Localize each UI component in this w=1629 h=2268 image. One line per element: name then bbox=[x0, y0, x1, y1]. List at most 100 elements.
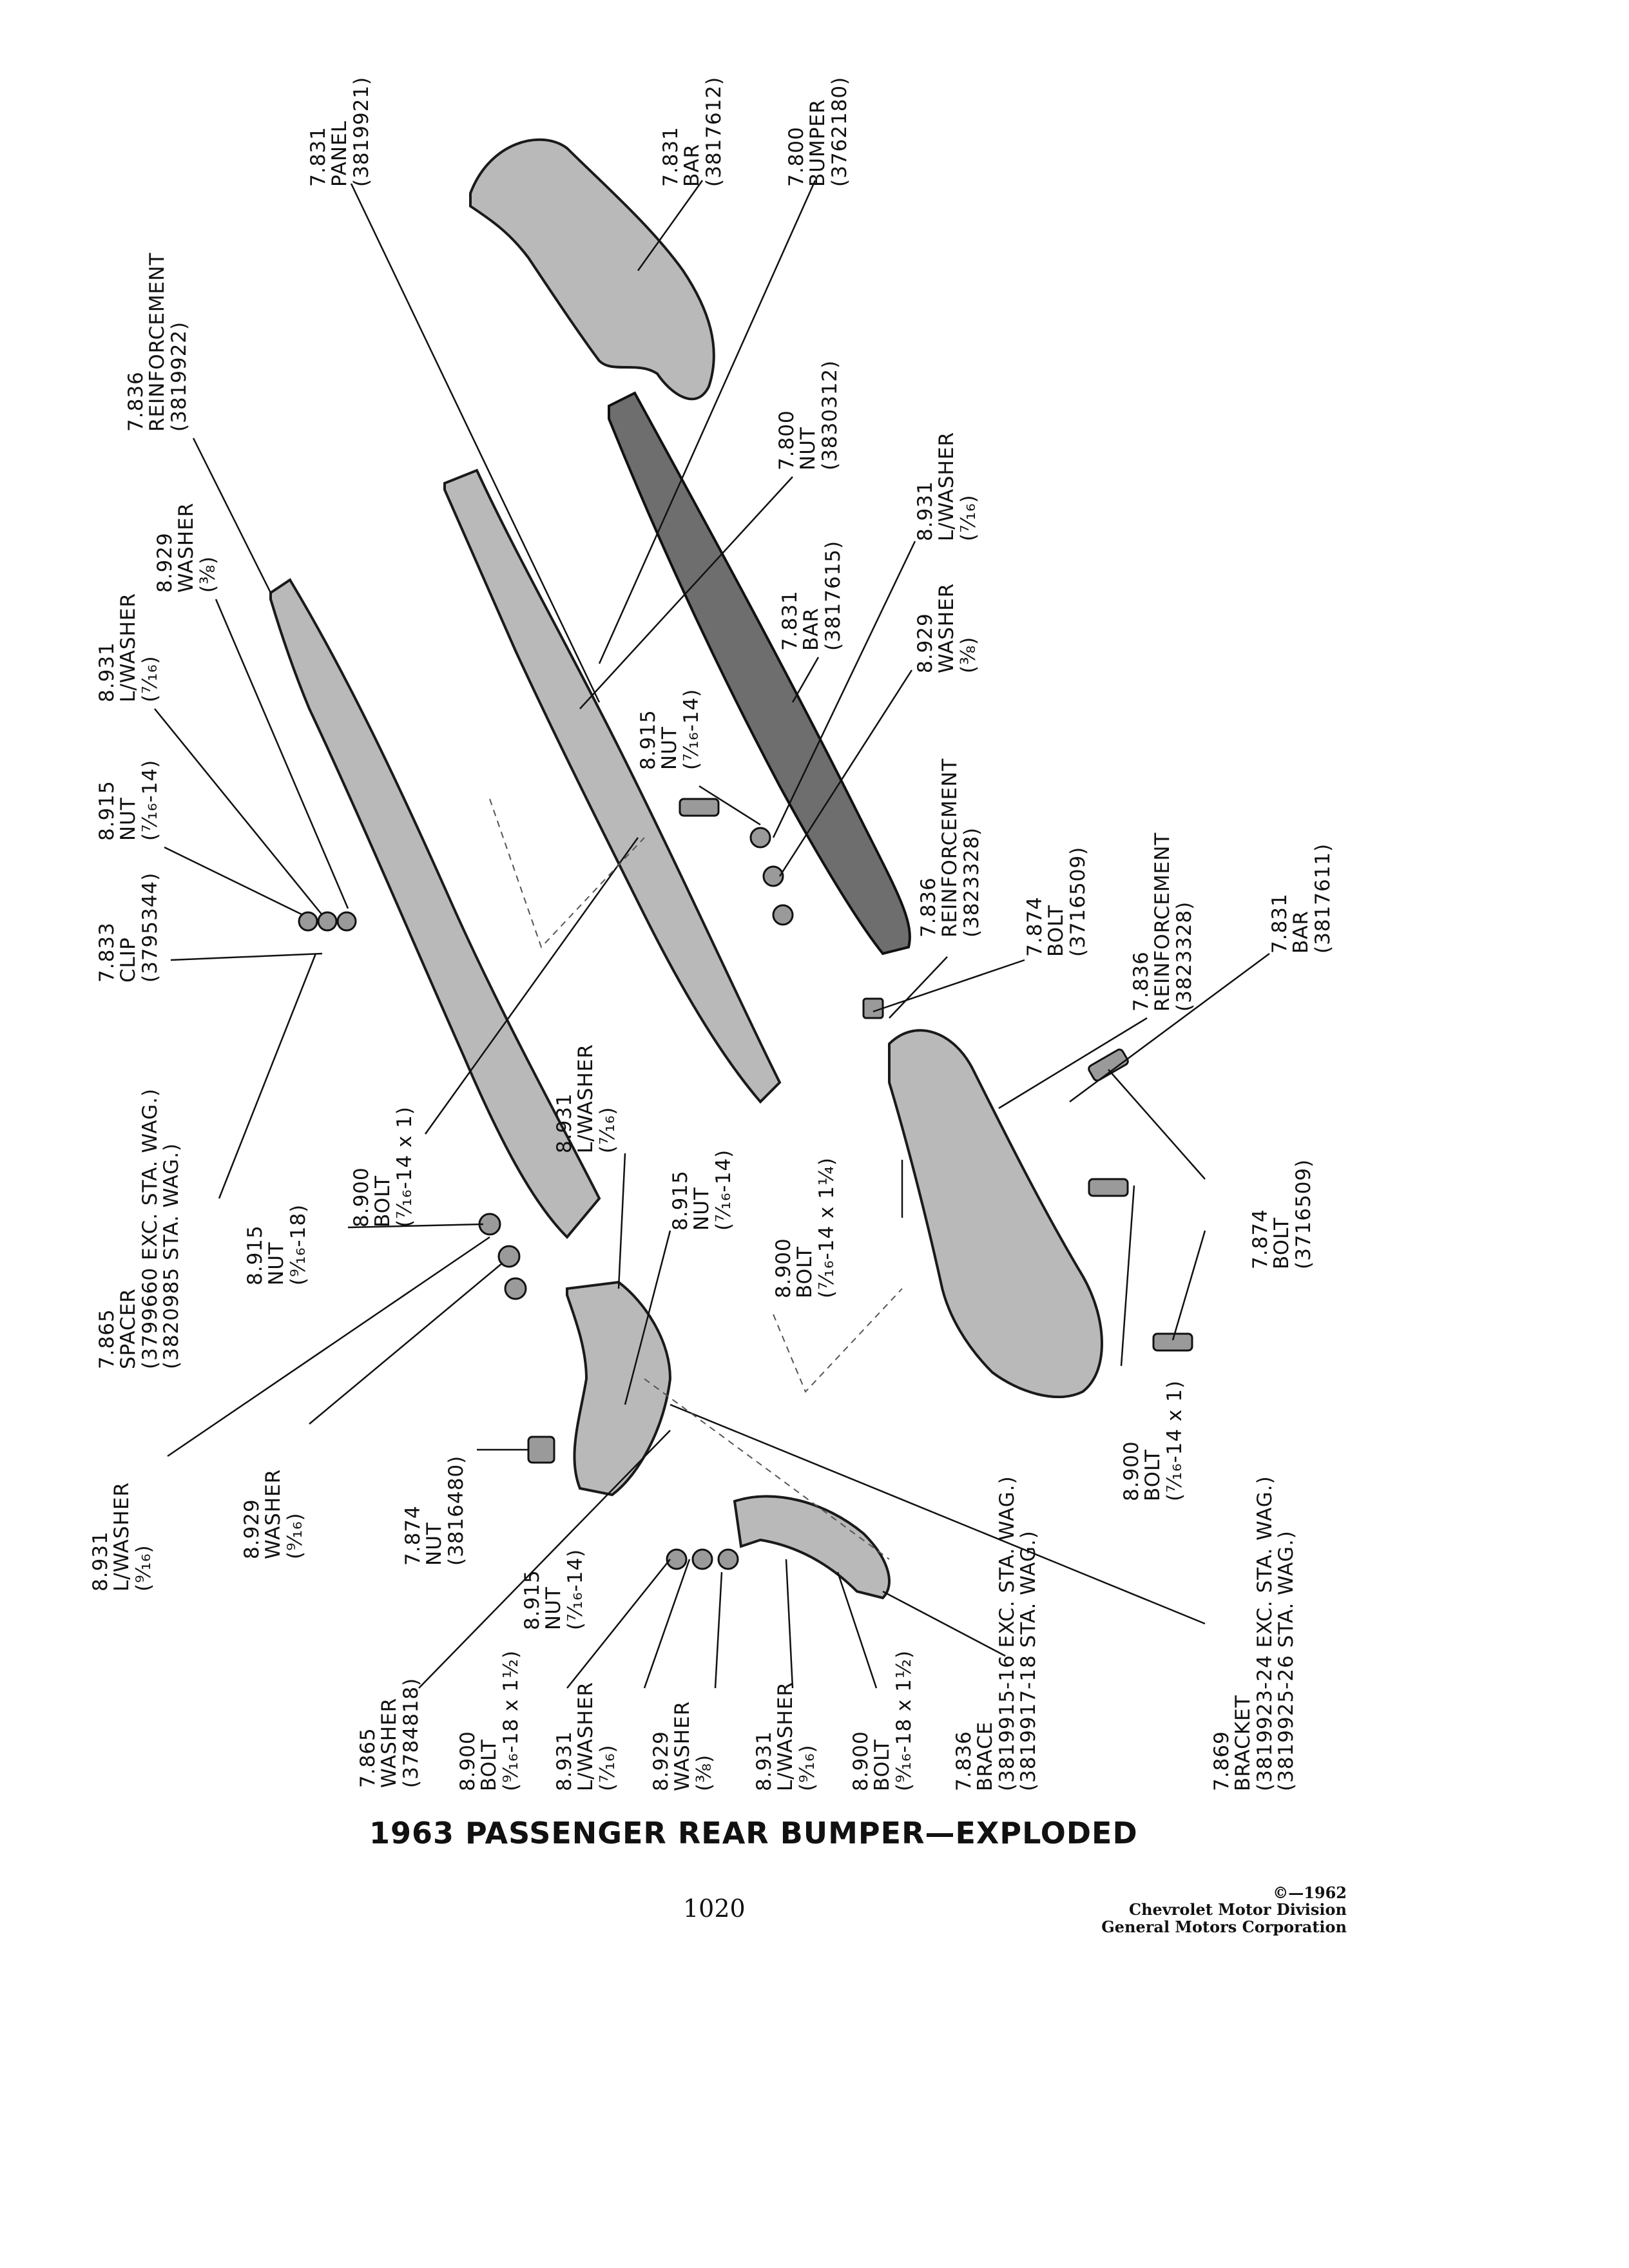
callout-line: 8.915 bbox=[637, 709, 660, 770]
callout-line: 7.831 bbox=[307, 126, 330, 187]
callout-line: BOLT bbox=[871, 1738, 894, 1791]
callout-line: WASHER bbox=[935, 582, 959, 673]
callout-bumper-3762180: 7.800 BUMPER (3762180) bbox=[785, 77, 851, 187]
callout-bolt-7-16-14x1-right: 8.900 BOLT (⁷⁄₁₆-14 x 1) bbox=[1120, 1379, 1186, 1501]
callout-line: 8.931 bbox=[553, 1093, 576, 1153]
callout-nut-7-16-center: 8.915 NUT (⁷⁄₁₆-14) bbox=[637, 688, 703, 770]
callout-bolt-7-16-14x1-1-4: 8.900 BOLT (⁷⁄₁₆-14 x 1¼) bbox=[772, 1157, 838, 1298]
callout-line: (⁷⁄₁₆) bbox=[956, 494, 980, 541]
callout-line: 8.931 bbox=[753, 1731, 776, 1791]
callout-nut-7-16-top: 8.915 NUT (⁷⁄₁₆-14) bbox=[95, 760, 162, 841]
callout-line: (3819925-26 STA. WAG.) bbox=[1275, 1530, 1298, 1791]
callout-washer-3-8-lower: 8.929 WASHER (⅜) bbox=[650, 1701, 716, 1791]
callout-line: REINFORCEMENT bbox=[146, 252, 169, 432]
callout-line: 8.931 bbox=[95, 642, 119, 702]
callout-line: 7.831 bbox=[659, 126, 682, 187]
center-bar-part bbox=[608, 391, 911, 956]
callout-line: CLIP bbox=[117, 937, 140, 983]
callout-lwasher-9-16-left: 8.931 L/WASHER (⁹⁄₁₆) bbox=[89, 1482, 155, 1591]
callout-line: REINFORCEMENT bbox=[938, 758, 962, 937]
callout-line: 8.929 bbox=[650, 1731, 673, 1791]
callout-bolt-9-16-18x1-1-2-left: 8.900 BOLT (⁹⁄₁₆-18 x 1½) bbox=[456, 1650, 523, 1791]
callout-line: (⁷⁄₁₆-14 x 1¼) bbox=[815, 1157, 838, 1298]
callout-line: 7.800 bbox=[785, 126, 808, 187]
callout-washer-9-16: 8.929 WASHER (⁹⁄₁₆) bbox=[240, 1469, 307, 1559]
callout-line: (⁷⁄₁₆-14) bbox=[679, 688, 703, 770]
callout-reinforcement-3823328-a: 7.836 REINFORCEMENT (3823328) bbox=[917, 758, 983, 937]
callout-line: 7.831 bbox=[1268, 893, 1291, 954]
callout-line: 8.929 bbox=[240, 1499, 264, 1559]
page-number: 1020 bbox=[683, 1894, 746, 1923]
assembly-guides bbox=[489, 798, 903, 1560]
callout-line: (⅜) bbox=[956, 636, 980, 673]
callout-washer-3784818: 7.865 WASHER (3784818) bbox=[356, 1678, 423, 1788]
callout-line: (3830312) bbox=[818, 360, 842, 470]
callout-line: (⁷⁄₁₆-14 x 1) bbox=[392, 1106, 416, 1227]
diagram-title: 1963 PASSENGER REAR BUMPER—EXPLODED bbox=[369, 1816, 1138, 1850]
callout-line: 8.900 bbox=[772, 1238, 795, 1298]
callout-line: 7.836 bbox=[1130, 951, 1153, 1012]
callout-line: L/WASHER bbox=[117, 593, 140, 702]
callout-line: 8.929 bbox=[914, 613, 937, 673]
callout-line: NUT bbox=[117, 797, 140, 841]
callout-brace: 7.836 BRACE (3819915-16 EXC. STA. WAG.) … bbox=[952, 1475, 1040, 1791]
callout-line: PANEL bbox=[328, 120, 352, 187]
callout-nut-9-16-18: 8.915 NUT (⁹⁄₁₆-18) bbox=[244, 1204, 310, 1285]
callout-line: 7.800 bbox=[775, 410, 798, 470]
callout-line: L/WASHER bbox=[935, 432, 959, 541]
callout-line: (3819915-16 EXC. STA. WAG.) bbox=[995, 1475, 1019, 1791]
callout-line: NUT bbox=[796, 427, 820, 470]
callout-line: 7.836 bbox=[917, 877, 940, 937]
callout-washer-3-8-top: 8.929 WASHER (⅜) bbox=[153, 502, 220, 593]
callout-panel-3819921: 7.831 PANEL (3819921) bbox=[307, 76, 373, 187]
callout-line: (3799660 EXC. STA. WAG.) bbox=[138, 1088, 162, 1369]
callout-lwasher-7-16-mid: 8.931 L/WASHER (⁷⁄₁₆) bbox=[553, 1044, 619, 1153]
copyright-line: ©—1962 bbox=[1273, 1883, 1347, 1902]
callout-line: (⁹⁄₁₆) bbox=[283, 1512, 307, 1559]
callout-line: 7.831 bbox=[778, 590, 802, 651]
callout-line: (3817612) bbox=[702, 76, 726, 187]
callout-bolt-3716509-right: 7.874 BOLT (3716509) bbox=[1249, 1158, 1315, 1269]
callout-line: 7.874 bbox=[1023, 896, 1046, 957]
callout-bar-3817615: 7.831 BAR (3817615) bbox=[778, 541, 845, 651]
callout-lwasher-9-16-lower: 8.931 L/WASHER (⁹⁄₁₆) bbox=[753, 1682, 819, 1791]
callout-line: 8.900 bbox=[849, 1731, 872, 1791]
callout-line: L/WASHER bbox=[110, 1482, 134, 1591]
callout-bolt-9-16-18x1-1-2-right: 8.900 BOLT (⁹⁄₁₆-18 x 1½) bbox=[849, 1650, 916, 1791]
callout-line: 8.915 bbox=[244, 1225, 267, 1285]
callout-line: BUMPER bbox=[806, 99, 830, 187]
callout-line: WASHER bbox=[175, 502, 198, 593]
leader-lines bbox=[154, 180, 1270, 1689]
callout-reinforcement-3823328-b: 7.836 REINFORCEMENT (3823328) bbox=[1130, 832, 1196, 1012]
copyright-line: Chevrolet Motor Division bbox=[1129, 1900, 1347, 1919]
callout-line: BOLT bbox=[793, 1245, 817, 1298]
callout-line: BAR bbox=[680, 143, 704, 187]
callout-line: (3716509) bbox=[1291, 1158, 1315, 1269]
brace-part bbox=[733, 1495, 891, 1600]
callout-line: 7.874 bbox=[1249, 1209, 1272, 1269]
callout-nut-3816480: 7.874 NUT (3816480) bbox=[401, 1455, 468, 1566]
callout-bolt-7-16-14x1-left: 8.900 BOLT (⁷⁄₁₆-14 x 1) bbox=[350, 1106, 416, 1227]
callout-line: (⁷⁄₁₆) bbox=[595, 1106, 619, 1153]
panel-part bbox=[443, 468, 782, 1104]
callout-line: NUT bbox=[658, 726, 682, 770]
callout-line: L/WASHER bbox=[774, 1682, 798, 1791]
callout-bar-3817611: 7.831 BAR (3817611) bbox=[1268, 843, 1335, 954]
left-bracket-part bbox=[566, 1280, 672, 1497]
callout-lwasher-7-16-top: 8.931 L/WASHER (⁷⁄₁₆) bbox=[95, 593, 162, 702]
callout-line: BOLT bbox=[1045, 904, 1068, 957]
callout-line: L/WASHER bbox=[574, 1044, 598, 1153]
callout-line: (3816480) bbox=[444, 1455, 468, 1566]
callout-lwasher-7-16-lower: 8.931 L/WASHER (⁷⁄₁₆) bbox=[553, 1682, 619, 1791]
callout-line: 8.900 bbox=[1120, 1441, 1143, 1501]
callout-line: (3819921) bbox=[349, 76, 373, 187]
callout-bar-3817612: 7.831 BAR (3817612) bbox=[659, 76, 726, 187]
callout-line: (⁷⁄₁₆-14 x 1) bbox=[1162, 1379, 1186, 1501]
callout-line: L/WASHER bbox=[574, 1682, 598, 1791]
left-reinforcement-part bbox=[269, 578, 601, 1239]
callout-nut-3830312: 7.800 NUT (3830312) bbox=[775, 360, 842, 470]
callout-line: 8.900 bbox=[456, 1731, 479, 1791]
callout-lwasher-7-16-right: 8.931 L/WASHER (⁷⁄₁₆) bbox=[914, 432, 980, 541]
callout-line: 7.836 bbox=[124, 371, 148, 432]
